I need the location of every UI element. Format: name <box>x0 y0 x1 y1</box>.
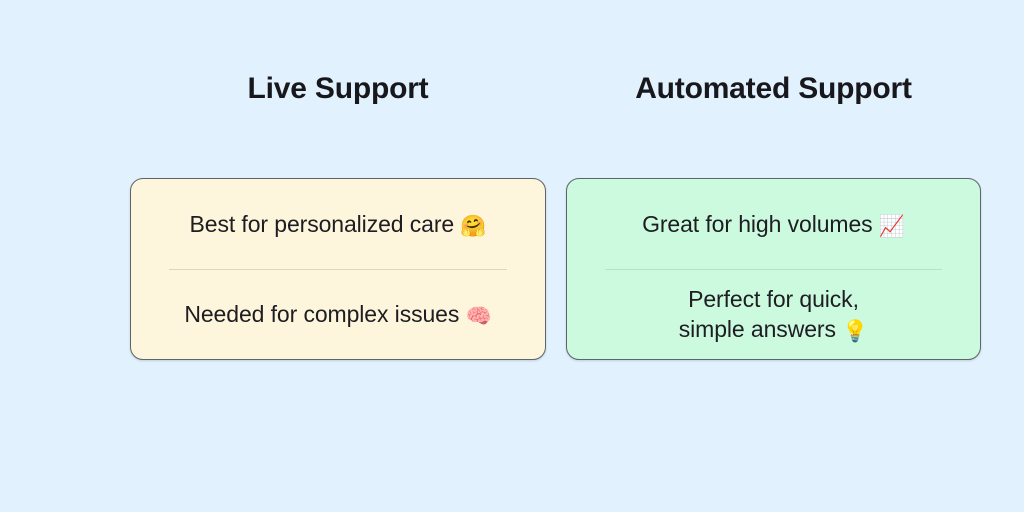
title-row-automated-support: Automated Support <box>566 0 981 178</box>
list-item-label: Great for high volumes <box>642 210 873 237</box>
card-live-support: Best for personalized care 🤗 Needed for … <box>130 178 546 360</box>
title-row-live-support: Live Support <box>130 0 546 178</box>
list-item: Best for personalized care 🤗 <box>155 179 521 269</box>
list-item-label: Best for personalized care <box>189 210 455 237</box>
card-divider <box>605 268 942 270</box>
list-item-content: Great for high volumes 📈 <box>642 209 905 239</box>
list-item: Needed for complex issues 🧠 <box>155 270 521 360</box>
list-item-label: Needed for complex issues <box>184 301 460 328</box>
list-item-content: Perfect for quick,simple answers 💡 <box>678 284 869 345</box>
list-item-content: Best for personalized care 🤗 <box>190 209 487 239</box>
column-title-live-support: Live Support <box>247 72 429 105</box>
chart-increasing-emoji: 📈 <box>878 213 905 238</box>
column-live-support: Live Support Best for personalized care … <box>130 0 546 360</box>
column-title-automated-support: Automated Support <box>635 72 912 105</box>
list-item-content: Needed for complex issues 🧠 <box>184 299 491 329</box>
card-automated-support: Great for high volumes 📈 Perfect for qui… <box>566 178 981 360</box>
list-item-label: Perfect for quick,simple answers <box>678 285 859 343</box>
comparison-columns: Live Support Best for personalized care … <box>130 0 981 360</box>
brain-emoji: 🧠 <box>465 304 492 329</box>
card-divider <box>169 268 507 270</box>
column-automated-support: Automated Support Great for high volumes… <box>566 0 981 360</box>
list-item: Perfect for quick,simple answers 💡 <box>591 270 956 360</box>
list-item: Great for high volumes 📈 <box>591 179 956 269</box>
light-bulb-emoji: 💡 <box>842 319 869 344</box>
hugging-face-emoji: 🤗 <box>460 213 487 238</box>
